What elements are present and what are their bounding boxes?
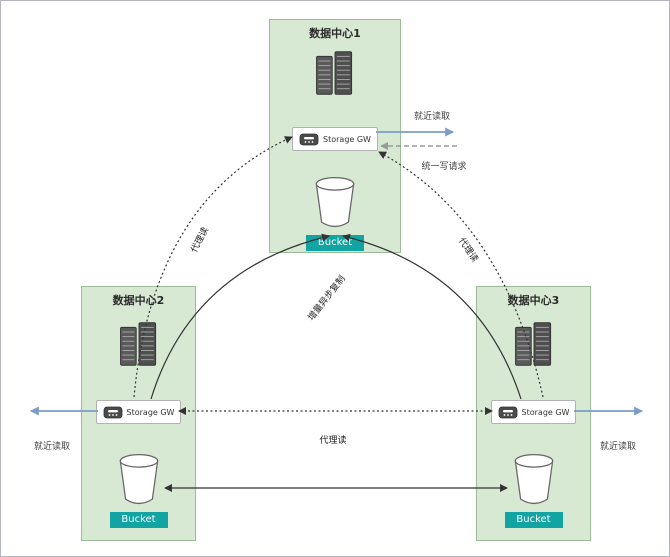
- label-proxy-read-bottom: 代理读: [319, 436, 347, 446]
- bucket-3-label: Bucket: [504, 512, 563, 528]
- storage-gateway-icon: [498, 406, 518, 419]
- datacenter-box-3: 数据中心3 Storage GW Bucket: [476, 286, 591, 541]
- server-rack-icon: [116, 320, 162, 368]
- storage-gateway-3: Storage GW: [490, 400, 577, 424]
- storage-gateway-1-label: Storage GW: [323, 134, 371, 144]
- bucket-icon: [512, 452, 556, 508]
- datacenter-3-title: 数据中心3: [507, 294, 560, 307]
- datacenter-1-title: 数据中心1: [309, 27, 361, 40]
- datacenter-2-title: 数据中心2: [112, 294, 165, 307]
- storage-gateway-2-label: Storage GW: [126, 407, 175, 417]
- label-unified-write: 统一写请求: [421, 162, 467, 172]
- server-rack-icon: [312, 49, 358, 97]
- datacenter-box-2: 数据中心2 Storage GW Bucket: [81, 286, 196, 541]
- label-read-nearby-left: 就近读取: [33, 442, 70, 452]
- server-rack-icon: [511, 320, 557, 368]
- bucket-icon: [313, 175, 357, 231]
- label-read-nearby-top: 就近读取: [413, 112, 450, 122]
- label-proxy-read-left: 代理读: [189, 225, 212, 255]
- storage-gateway-3-label: Storage GW: [521, 407, 570, 417]
- storage-gateway-1: Storage GW: [292, 127, 378, 151]
- bucket-1-label: Bucket: [306, 235, 364, 251]
- bucket-icon: [117, 452, 161, 508]
- storage-gateway-2: Storage GW: [95, 400, 182, 424]
- label-read-nearby-right: 就近读取: [599, 442, 636, 452]
- storage-gateway-icon: [103, 406, 123, 419]
- bucket-2-label: Bucket: [109, 512, 168, 528]
- label-incremental-async-replication: 增量异步复制: [306, 274, 348, 323]
- datacenter-box-1: 数据中心1 Storage GW Bucket: [269, 19, 401, 253]
- label-proxy-read-right: 代理读: [456, 236, 480, 265]
- storage-gateway-icon: [299, 133, 319, 146]
